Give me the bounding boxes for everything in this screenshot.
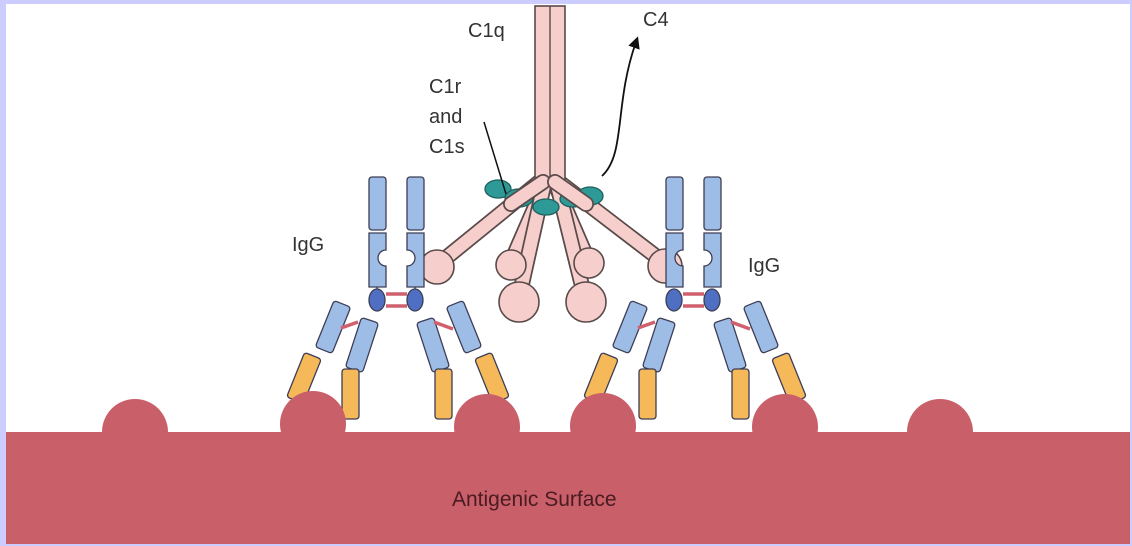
igg-antibody-right [584, 177, 807, 419]
igg-left-label: IgG [292, 232, 324, 258]
c1r-label-line2: and [429, 102, 465, 132]
c1r-label-line3: C1s [429, 132, 465, 162]
antigenic-surface [6, 391, 1130, 544]
curved-arrow-icon [602, 42, 636, 176]
igg-right-label: IgG [748, 253, 780, 279]
c1q-label: C1q [468, 18, 505, 44]
diagram-frame: C1q C4 C1r and C1s IgG IgG Antigenic Sur… [6, 4, 1130, 544]
complement-activation-diagram [6, 4, 1130, 544]
c1q-molecule [420, 6, 682, 322]
c4-label: C4 [643, 7, 669, 33]
c1r-c1s-label: C1r and C1s [429, 72, 465, 162]
c1r-label-line1: C1r [429, 72, 465, 102]
antigenic-surface-label: Antigenic Surface [452, 488, 617, 512]
igg-antibody-left [287, 177, 510, 419]
